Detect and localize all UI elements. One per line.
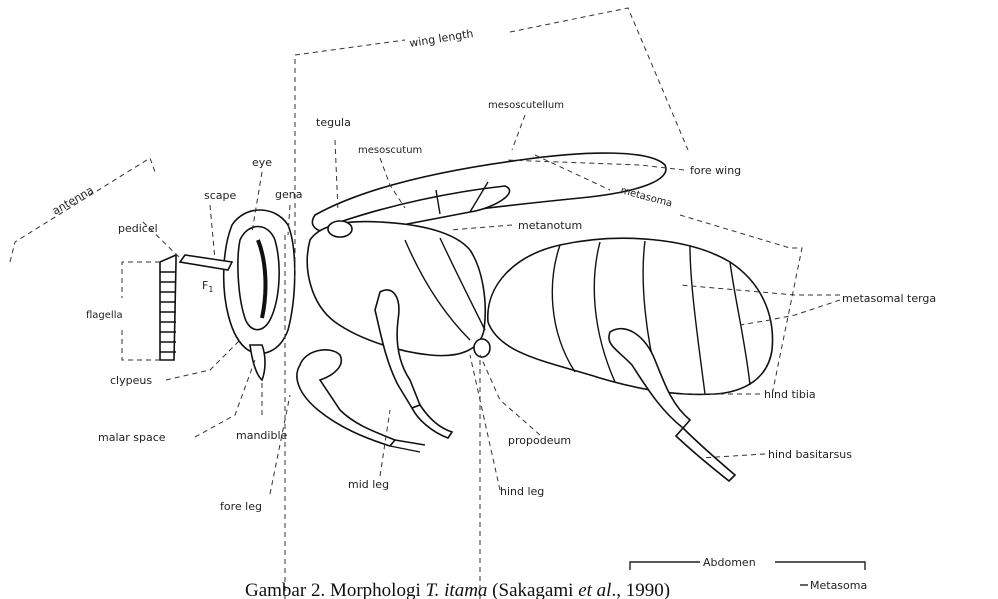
label-hind-leg: hind leg (500, 485, 544, 498)
label-hind-tibia: hind tibia (764, 388, 816, 401)
label-scape: scape (204, 189, 237, 202)
label-abdomen: Abdomen (703, 556, 756, 569)
caption-prefix: Gambar 2. Morphologi (245, 580, 425, 599)
label-tegula: tegula (316, 116, 351, 129)
label-malar-space: malar space (98, 431, 166, 444)
label-antenna: antenna (50, 184, 96, 218)
label-mandible: mandible (236, 429, 288, 442)
label-eye: eye (252, 156, 272, 169)
label-wing-length: wing length (408, 27, 474, 50)
caption-suffix: ., 1990) (611, 580, 670, 599)
label-mesoscutum: mesoscutum (358, 145, 422, 156)
label-gena: gena (275, 188, 302, 201)
label-mesoscutellum: mesoscutellum (488, 100, 564, 111)
label-metasoma: metasoma (619, 185, 673, 209)
caption-species: T. itama (425, 580, 487, 599)
label-metasoma-bracket: Metasoma (810, 579, 867, 592)
label-metasomal-terga: metasomal terga (842, 292, 936, 305)
label-clypeus: clypeus (110, 374, 152, 387)
label-fore-leg: fore leg (220, 500, 262, 513)
label-f1: F1 (202, 279, 213, 294)
label-fore-wing: fore wing (690, 164, 741, 177)
caption-etal: et al (578, 580, 611, 599)
label-hind-basitarsus: hind basitarsus (768, 448, 852, 461)
label-propodeum: propodeum (508, 434, 571, 447)
label-pedicel: pedicel (118, 222, 158, 235)
label-f1-sub: 1 (208, 285, 213, 294)
label-flagella: flagella (86, 310, 123, 321)
caption-middle: (Sakagami (487, 580, 578, 599)
metasoma-shape (488, 238, 773, 394)
label-metanotum: metanotum (518, 219, 582, 232)
label-mid-leg: mid leg (348, 478, 389, 491)
figure-caption: Gambar 2. Morphologi T. itama (Sakagami … (245, 580, 670, 599)
